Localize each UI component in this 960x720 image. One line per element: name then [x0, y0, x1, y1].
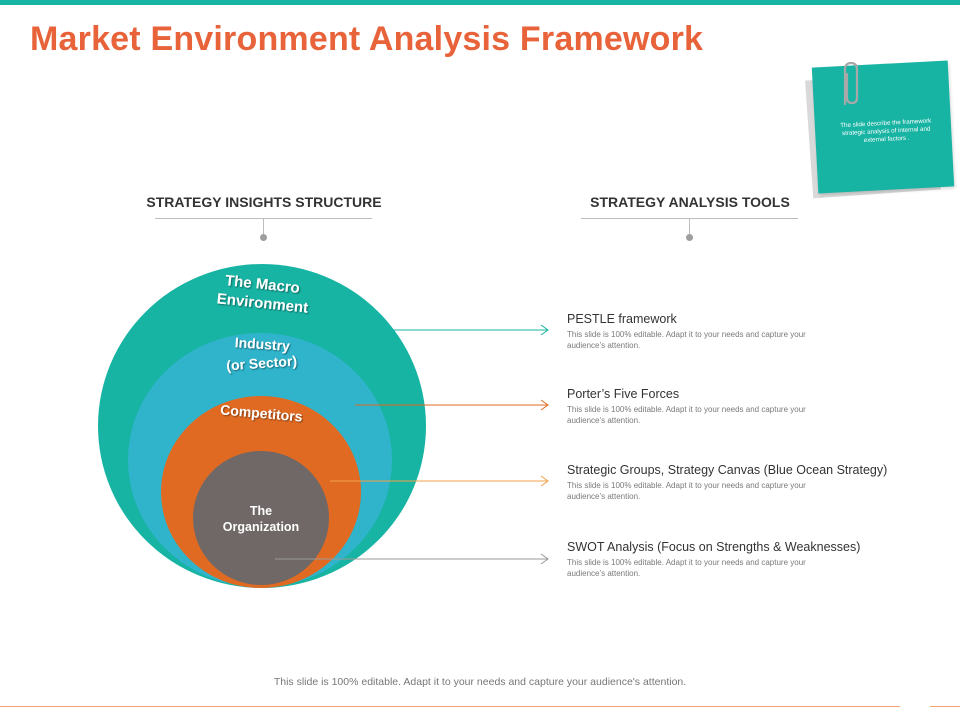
layer-organization-label-1: The: [250, 504, 272, 518]
tool-title: PESTLE framework: [567, 312, 677, 326]
footer-divider: [0, 706, 900, 707]
left-heading-stem: [263, 218, 264, 234]
pestle-arrowhead: [540, 324, 549, 336]
layer-competitors-label: Competitors: [220, 401, 304, 424]
tool-item-porter: Porter’s Five Forces This slide is 100% …: [567, 387, 937, 426]
footer-divider-end: [930, 706, 960, 707]
tool-title: SWOT Analysis (Focus on Strengths & Weak…: [567, 540, 861, 554]
tool-item-swot: SWOT Analysis (Focus on Strengths & Weak…: [567, 540, 937, 579]
layer-organization-label-2: Organization: [223, 520, 299, 534]
paperclip-icon: [843, 61, 859, 106]
porter-arrowhead: [540, 399, 549, 411]
strategy-tools-heading: STRATEGY ANALYSIS TOOLS: [590, 194, 790, 210]
layer-industry-label-1: Industry: [234, 334, 290, 354]
tool-item-strategic-groups: Strategic Groups, Strategy Canvas (Blue …: [567, 463, 937, 502]
tool-description: This slide is 100% editable. Adapt it to…: [567, 405, 806, 425]
right-heading-stem: [689, 218, 690, 234]
layer-organization-circle: [193, 451, 329, 585]
top-accent-bar: [0, 0, 960, 5]
sticky-note: The slide describe the framework strateg…: [805, 60, 955, 200]
strategy-insights-heading: STRATEGY INSIGHTS STRUCTURE: [146, 194, 382, 210]
tool-description: This slide is 100% editable. Adapt it to…: [567, 558, 806, 578]
tool-description: This slide is 100% editable. Adapt it to…: [567, 330, 806, 350]
tool-description: This slide is 100% editable. Adapt it to…: [567, 481, 806, 501]
strategic-groups-arrowhead: [540, 475, 549, 487]
tool-title: Porter’s Five Forces: [567, 387, 680, 401]
left-heading-dot: [260, 234, 267, 241]
right-heading-dot: [686, 234, 693, 241]
layer-industry-label-2: (or Sector): [226, 353, 298, 374]
footer-note: This slide is 100% editable. Adapt it to…: [273, 676, 687, 688]
swot-arrowhead: [540, 553, 549, 565]
tool-title: Strategic Groups, Strategy Canvas (Blue …: [567, 463, 888, 477]
tool-item-pestle: PESTLE framework This slide is 100% edit…: [567, 312, 937, 351]
page-title: Market Environment Analysis Framework: [30, 20, 704, 58]
